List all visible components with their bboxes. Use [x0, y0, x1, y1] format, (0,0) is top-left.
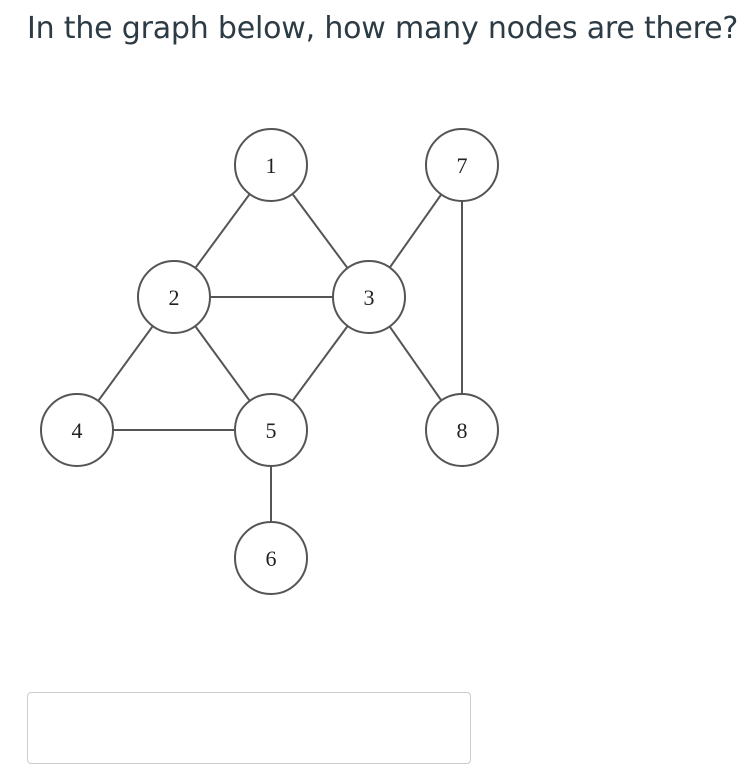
graph-node-circle	[234, 521, 308, 595]
graph-node-label: 5	[266, 418, 277, 443]
graph-node-label: 7	[457, 153, 468, 178]
graph-node-label: 1	[266, 153, 277, 178]
graph-edges	[76, 164, 463, 558]
graph-node-circle	[332, 260, 406, 334]
graph-nodes: 1 2 3 4 5 6 7 8	[40, 128, 499, 595]
graph-node-circle	[40, 393, 114, 467]
graph-node-1: 1	[234, 128, 308, 202]
graph-node-label: 3	[364, 285, 375, 310]
graph-node-8: 8	[425, 393, 499, 467]
graph-node-circle	[425, 128, 499, 202]
graph-node-circle	[425, 393, 499, 467]
graph-node-label: 2	[169, 285, 180, 310]
graph-node-7: 7	[425, 128, 499, 202]
graph-node-6: 6	[234, 521, 308, 595]
graph-node-4: 4	[40, 393, 114, 467]
question-text: In the graph below, how many nodes are t…	[27, 11, 739, 46]
graph-node-3: 3	[332, 260, 406, 334]
graph-node-label: 8	[457, 418, 468, 443]
graph-node-circle	[234, 393, 308, 467]
answer-input[interactable]	[27, 692, 471, 764]
graph-node-2: 2	[137, 260, 211, 334]
graph-node-circle	[137, 260, 211, 334]
graph-node-5: 5	[234, 393, 308, 467]
graph-node-circle	[234, 128, 308, 202]
graph-node-label: 6	[266, 546, 277, 571]
graph-node-label: 4	[72, 418, 83, 443]
